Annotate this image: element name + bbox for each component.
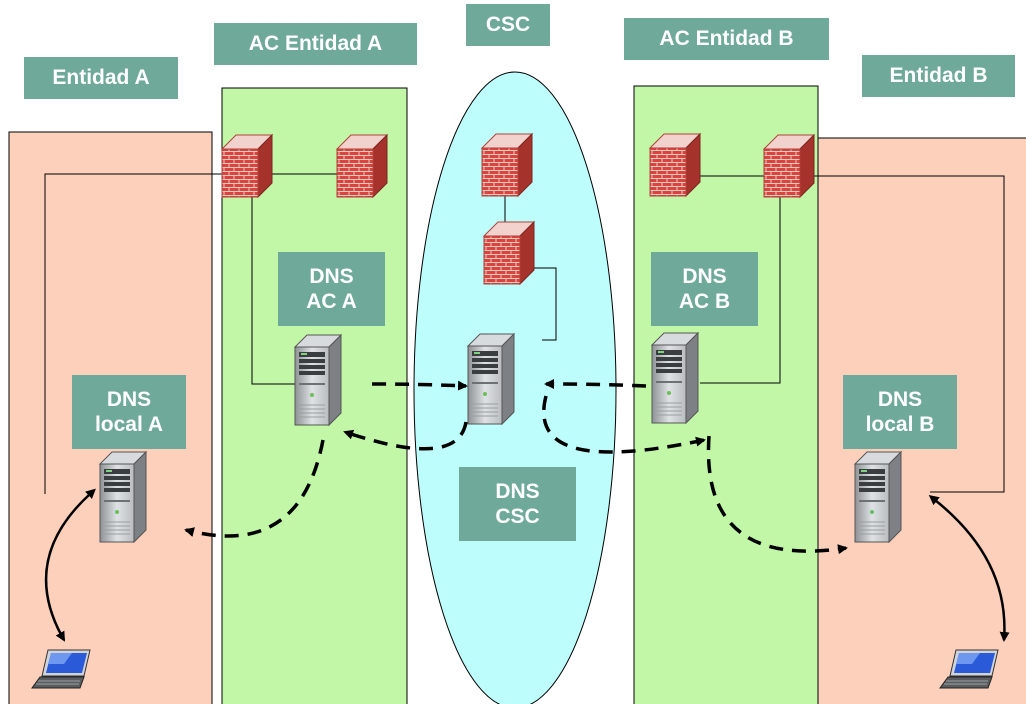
dns-ac-a-label: DNS AC A [278, 252, 385, 326]
dns-ac-b-server-icon [651, 332, 699, 424]
arrow-laptop-b-local-b [928, 495, 1010, 642]
arrow-ac-a-to-local-a [184, 439, 325, 538]
dns-local-b-server-icon [854, 451, 902, 543]
ac-entidad-b-label: AC Entidad B [624, 18, 829, 60]
dns-local-a-server-icon [99, 451, 147, 543]
entidad-a-label: Entidad A [24, 57, 178, 99]
arrow-ac-b-to-csc [544, 379, 647, 390]
dns-ac-b-label: DNS AC B [651, 252, 758, 326]
firewall-icon [336, 134, 388, 198]
csc-zone [413, 71, 617, 704]
dns-ac-a-server-icon [294, 334, 342, 426]
arrow-csc-to-ac-a [343, 421, 468, 451]
arrow-ac-a-to-csc [371, 380, 468, 391]
csc-label: CSC [466, 4, 550, 46]
entidad-b-label: Entidad B [862, 55, 1015, 97]
firewall-icon [649, 133, 701, 197]
dns-csc-label: DNS CSC [459, 467, 576, 541]
firewall-icon [483, 221, 535, 285]
arrow-ac-b-to-local-b [706, 435, 848, 555]
dns-csc-server-icon [467, 333, 515, 425]
firewall-icon [221, 134, 273, 198]
arrow-laptop-a-local-a [44, 488, 96, 642]
ac-entidad-a-label: AC Entidad A [214, 23, 417, 65]
dns-local-a-label: DNS local A [72, 375, 186, 449]
firewall-icon [481, 133, 533, 197]
client-arrows [44, 488, 1010, 642]
network-links [44, 173, 1005, 494]
firewall-icon [763, 134, 815, 198]
dns-query-arrows [184, 379, 848, 555]
dns-local-b-label: DNS local B [843, 375, 957, 449]
